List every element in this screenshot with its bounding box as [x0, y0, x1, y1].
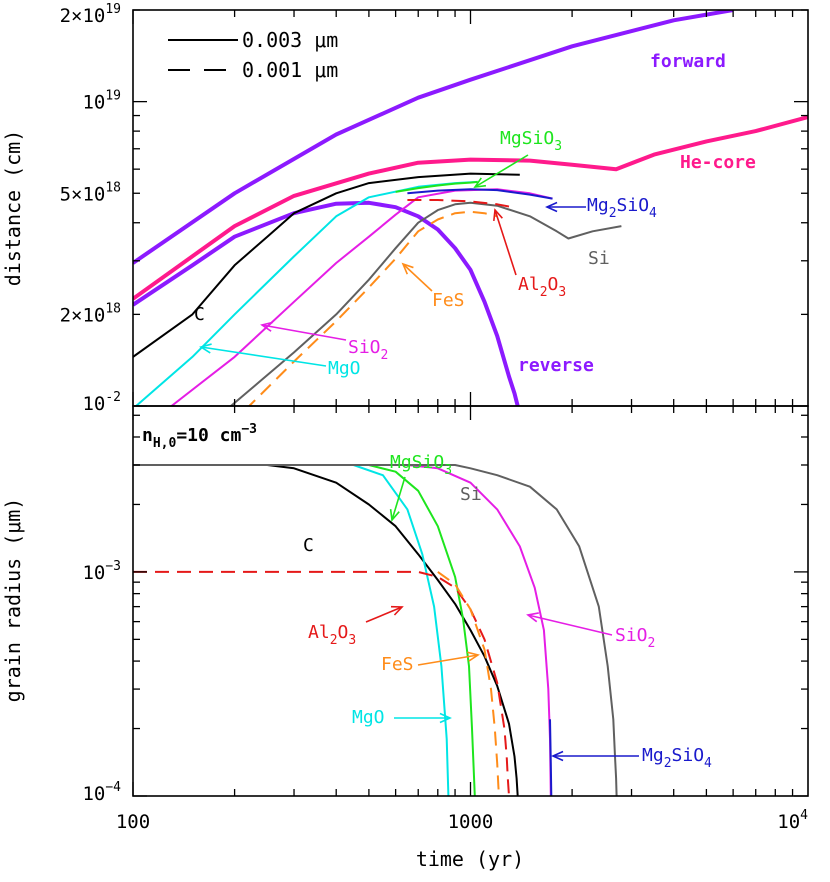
series-c-line — [133, 172, 520, 358]
mgo-arrow — [394, 712, 452, 724]
annotation-reverse-top: reverse — [518, 355, 594, 376]
series-si-line — [230, 201, 622, 406]
annotation-c-bot: C — [303, 535, 314, 556]
legend: 0.003 μm 0.001 μm — [168, 28, 338, 82]
annotation-al2o3-top: Al2O3 — [518, 274, 566, 300]
series-c-line — [133, 464, 519, 796]
y-tick-label: 5×1018 — [60, 180, 121, 205]
legend-label-solid: 0.003 μm — [242, 28, 338, 52]
y-tick-label: 10−4 — [82, 780, 121, 805]
annotation-fes-top: FeS — [432, 290, 465, 311]
annotation-mgsio3-top: MgSiO3 — [500, 128, 562, 154]
series-fes-line — [437, 571, 500, 796]
series-mg2sio4-line — [407, 188, 553, 200]
mg2sio4-arrow — [551, 750, 639, 762]
series-sio2-line — [133, 464, 552, 796]
annotation-si-top: Si — [588, 248, 610, 269]
mg2sio4-arrow — [545, 201, 586, 213]
series-reverse-line — [133, 200, 520, 406]
al2o3-arrow — [493, 208, 517, 276]
annotation-mgo-bot: MgO — [352, 707, 385, 728]
mgsio3-arrow — [473, 154, 529, 189]
mgo-arrow — [199, 343, 327, 367]
annotation-fes-bot: FeS — [381, 654, 414, 675]
sio2-arrow — [526, 612, 613, 636]
y-tick-label: 10-2 — [82, 390, 121, 415]
series-mgsio3-line — [133, 464, 476, 796]
annotation-mgo-top: MgO — [328, 358, 361, 379]
series-fes-line — [247, 210, 498, 406]
annotation-sio2-bot: SiO2 — [615, 625, 655, 651]
series-he-core-line — [133, 115, 808, 301]
x-tick-label: 1000 — [448, 811, 494, 833]
series-al2o3-line — [407, 199, 513, 209]
y-tick-label: 2×1019 — [60, 2, 121, 27]
annotation-mgsio3-bot: MgSiO3 — [390, 452, 452, 478]
annotation-mg2sio4-top: Mg2SiO4 — [587, 195, 657, 221]
al2o3-arrow — [365, 605, 404, 623]
series-sio2-line — [170, 188, 553, 406]
x-axis-label: time (yr) — [416, 847, 524, 871]
bottom-frame — [132, 405, 809, 797]
bottom-y-axis-label: grain radius (μm) — [1, 498, 25, 703]
annotation-mg2sio4-bot: Mg2SiO4 — [642, 745, 712, 771]
mgsio3-arrow — [389, 476, 406, 522]
y-tick-label: 1019 — [82, 89, 121, 114]
fes-arrow — [401, 262, 433, 292]
series-forward-line — [133, 10, 734, 265]
y-tick-label: 10−3 — [82, 559, 121, 584]
top-panel: 2×1019 1019 5×1018 2×1018 10-2 forwardHe-cor… — [60, 2, 809, 415]
annotation-al2o3-bot: Al2O3 — [308, 622, 356, 648]
fes-arrow — [417, 651, 480, 666]
y-tick-label: 2×1018 — [60, 301, 121, 326]
series-mgo-line — [134, 180, 478, 406]
series-mgo-line — [133, 464, 450, 796]
annotation-c-top: C — [194, 304, 205, 325]
series-al2o3-line — [133, 570, 510, 796]
series-mg2sio4-line — [549, 719, 553, 796]
x-tick-label: 104 — [777, 808, 808, 833]
annotation-si-bot: Si — [460, 484, 482, 505]
x-tick-label: 100 — [116, 811, 150, 833]
bottom-panel: 10−3 10−4 100 1000 104 nH,0=10 cm−3MgSiO3SiC… — [82, 405, 809, 833]
sio2-arrow — [260, 321, 347, 341]
top-y-axis-label: distance (cm) — [1, 130, 25, 287]
series-mgsio3-line — [395, 180, 478, 193]
annotation-forward-top: forward — [650, 51, 726, 72]
legend-label-dashed: 0.001 μm — [242, 58, 338, 82]
annotation-sio2-top: SiO2 — [348, 337, 388, 363]
annotation-hecore-top: He-core — [680, 152, 756, 173]
annotation-density-bot: nH,0=10 cm−3 — [142, 422, 257, 451]
